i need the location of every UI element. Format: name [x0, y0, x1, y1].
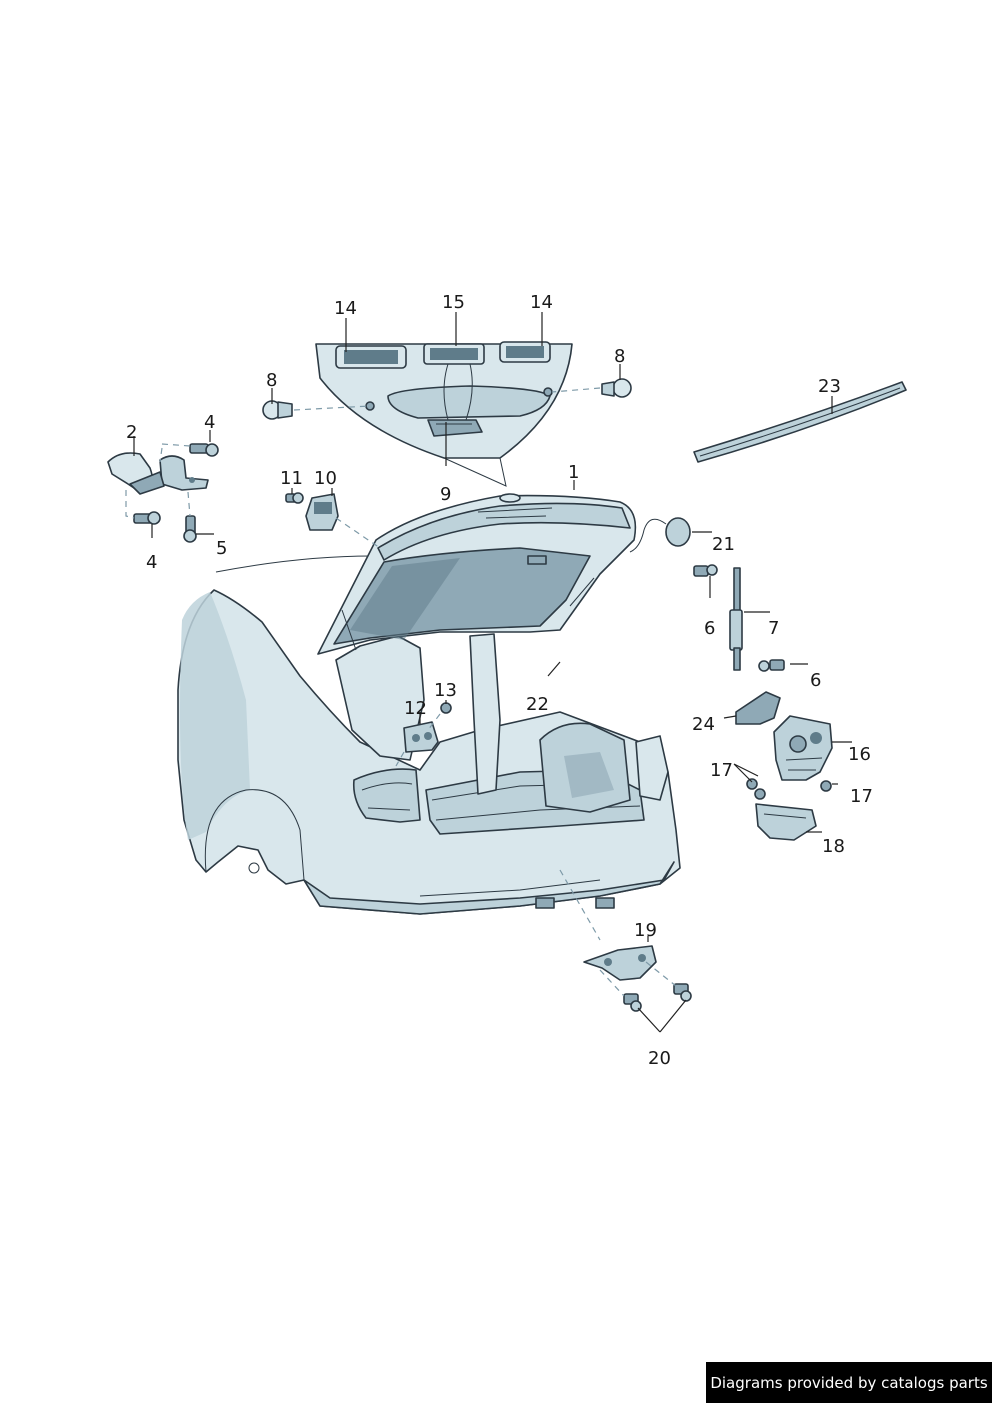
- callout-18: 18: [822, 836, 845, 857]
- tailgate-lock-16: [746, 715, 833, 800]
- callout-6-upper: 6: [704, 618, 715, 639]
- lock-cover-18: [755, 803, 817, 841]
- callout-9: 9: [440, 484, 451, 505]
- callout-4-upper: 4: [204, 412, 215, 433]
- callout-11: 11: [280, 468, 303, 489]
- callout-6-lower: 6: [810, 670, 821, 691]
- callouts: 1 2 4 4 5 6 6 7 8 8 9 10 11 12 13 14 15 …: [126, 292, 873, 1069]
- callout-24: 24: [692, 714, 715, 735]
- credit-text: Diagrams provided by catalogs parts: [710, 1373, 988, 1392]
- rivet-right: [551, 378, 632, 398]
- diagram-credit-badge: Diagrams provided by catalogs parts: [706, 1362, 992, 1403]
- rear-bumper: [303, 861, 675, 915]
- callout-13: 13: [434, 680, 457, 701]
- spoiler-strip: [693, 381, 907, 463]
- callout-20: 20: [648, 1048, 671, 1069]
- striker-19: [559, 869, 692, 1012]
- switch-housing: [285, 492, 381, 549]
- callout-8-right: 8: [614, 346, 625, 367]
- leader-lines: [133, 312, 852, 1033]
- callout-15: 15: [442, 292, 465, 313]
- callout-17-right: 17: [850, 786, 873, 807]
- callout-10: 10: [314, 468, 337, 489]
- bracket-24: [735, 691, 781, 725]
- callout-14-right: 14: [530, 292, 553, 313]
- car-body-shell: [177, 589, 681, 915]
- buffer-21: [629, 517, 691, 553]
- lock-bracket-12: [395, 702, 452, 767]
- callout-12: 12: [404, 698, 427, 719]
- callout-16: 16: [848, 744, 871, 765]
- gas-strut-7: [693, 564, 785, 672]
- callout-21: 21: [712, 534, 735, 555]
- ball-pin-lower: [769, 659, 785, 671]
- callout-23: 23: [818, 376, 841, 397]
- callout-22: 22: [526, 694, 549, 715]
- hinge-bracket: [107, 443, 219, 543]
- callout-2: 2: [126, 422, 137, 443]
- rivet-left: [262, 400, 371, 420]
- detail-bubble: [315, 341, 573, 487]
- bolt-upper: [189, 443, 209, 454]
- callout-14-left: 14: [334, 298, 357, 319]
- tailgate: [317, 493, 637, 655]
- callout-19: 19: [634, 920, 657, 941]
- callout-4-lower: 4: [146, 552, 157, 573]
- ball-pin-upper: [693, 565, 709, 577]
- callout-1: 1: [568, 462, 579, 483]
- callout-7: 7: [768, 618, 779, 639]
- callout-8-left: 8: [266, 370, 277, 391]
- car-body: [177, 555, 681, 915]
- callout-17-left: 17: [710, 760, 733, 781]
- callout-5: 5: [216, 538, 227, 559]
- tail-light: [352, 768, 421, 823]
